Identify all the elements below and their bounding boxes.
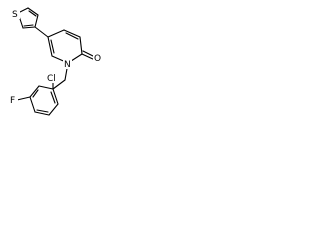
atom-label-sulfur: S: [12, 10, 18, 20]
molecule-diagram: S N O Cl F: [9, 7, 103, 116]
thiophene-ring: [17, 7, 39, 29]
atom-label-nitrogen: N: [64, 60, 71, 70]
fluoro-bond: [16, 96, 31, 101]
atom-label-fluorine: F: [10, 96, 15, 106]
thiophene-pyridone-bond: [34, 26, 49, 38]
atom-label-chlorine: Cl: [47, 74, 56, 84]
structure-canvas: S N O Cl F: [0, 0, 114, 130]
pyridone-ring: [47, 29, 83, 64]
atom-label-oxygen: O: [94, 54, 101, 64]
benzene-ring: [29, 79, 66, 116]
